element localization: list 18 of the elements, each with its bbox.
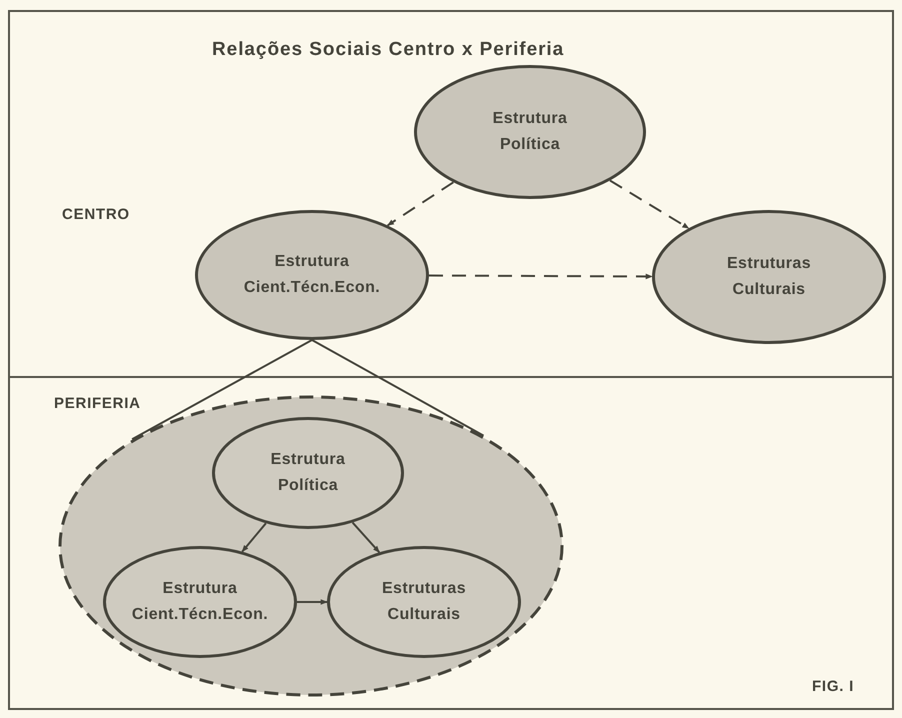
arrow [387, 181, 454, 226]
region-label: FIG. I [812, 677, 854, 697]
arrow [241, 522, 267, 552]
node-label: Estrutura Cient.Técn.Econ. [132, 579, 268, 625]
arrow [609, 180, 690, 230]
node-label: Estrutura Política [270, 450, 346, 496]
title: Relações Sociais Centro x Periferia [212, 38, 564, 62]
arrow [352, 522, 380, 553]
region-label: CENTRO [62, 205, 130, 225]
node-label: Estruturas Culturais [382, 579, 466, 625]
connector-line [132, 339, 312, 440]
region-label: PERIFERIA [54, 394, 141, 414]
node-label: Estrutura Política [492, 109, 568, 155]
node-label: Estrutura Cient.Técn.Econ. [244, 252, 380, 298]
arrow [429, 274, 653, 280]
node-label: Estruturas Culturais [726, 254, 812, 300]
arrow [297, 599, 328, 605]
connector-line [312, 339, 484, 436]
